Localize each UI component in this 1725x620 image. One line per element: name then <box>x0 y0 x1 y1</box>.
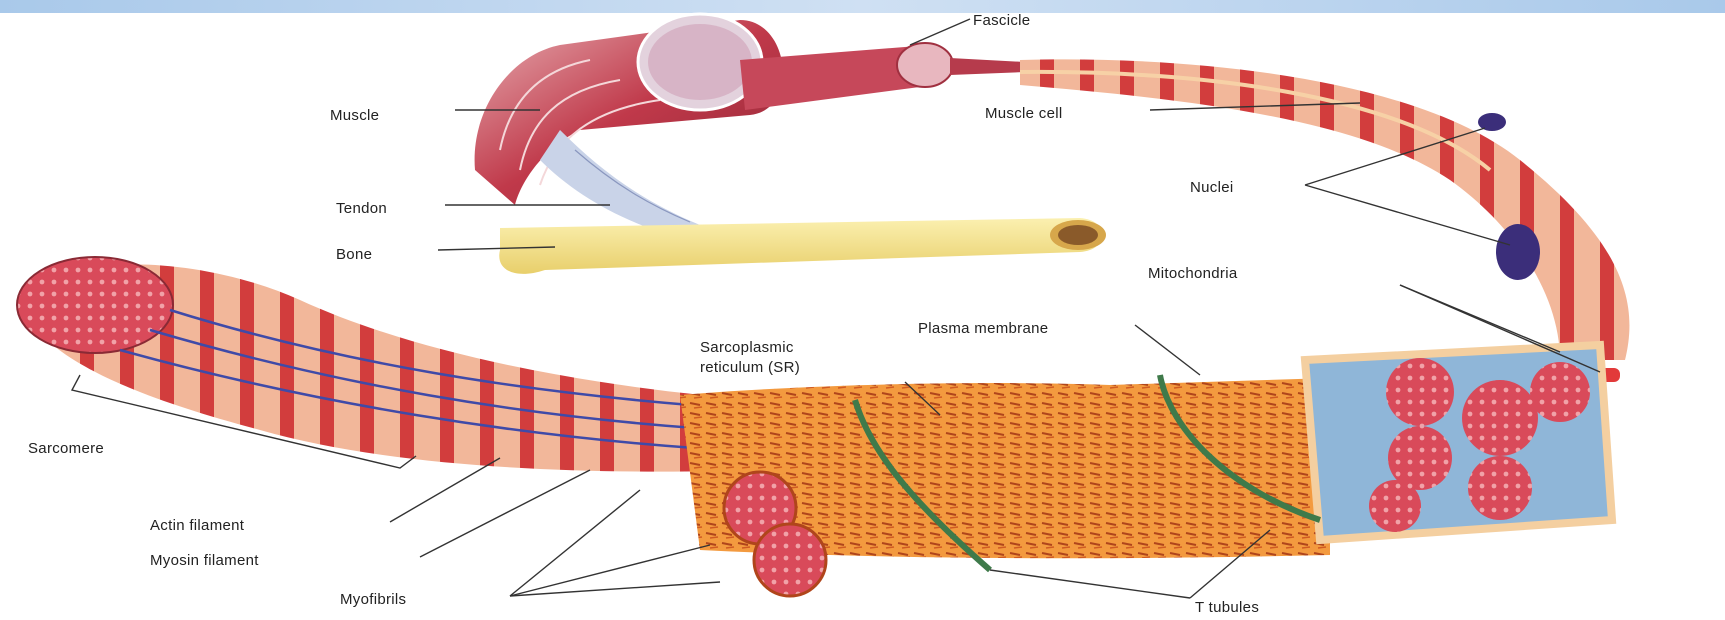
label-plasma-membrane: Plasma membrane <box>918 320 1048 337</box>
label-sarcomere: Sarcomere <box>28 440 104 457</box>
label-fascicle: Fascicle <box>973 12 1030 29</box>
label-t-tubules: T tubules <box>1195 599 1259 616</box>
tendon-illustration <box>540 130 700 232</box>
fascicle-illustration <box>740 43 1025 110</box>
bone-illustration <box>499 218 1106 274</box>
sarcoplasmic-reticulum-illustration <box>680 378 1330 596</box>
label-muscle-cell: Muscle cell <box>985 105 1063 122</box>
label-nuclei: Nuclei <box>1190 179 1233 196</box>
nucleus-2 <box>1496 224 1540 280</box>
label-muscle: Muscle <box>330 107 379 124</box>
label-sarcoplasmic-2: reticulum (SR) <box>700 359 800 376</box>
label-sarcoplasmic-1: Sarcoplasmic <box>700 339 794 356</box>
label-myosin-filament: Myosin filament <box>150 552 259 569</box>
cell-cross-section <box>1305 345 1612 540</box>
label-mitochondria: Mitochondria <box>1148 265 1238 282</box>
myofibril-tube-illustration <box>17 257 760 472</box>
label-bone: Bone <box>336 246 372 263</box>
label-actin-filament: Actin filament <box>150 517 245 534</box>
label-tendon: Tendon <box>336 200 387 217</box>
label-myofibrils: Myofibrils <box>340 591 406 608</box>
